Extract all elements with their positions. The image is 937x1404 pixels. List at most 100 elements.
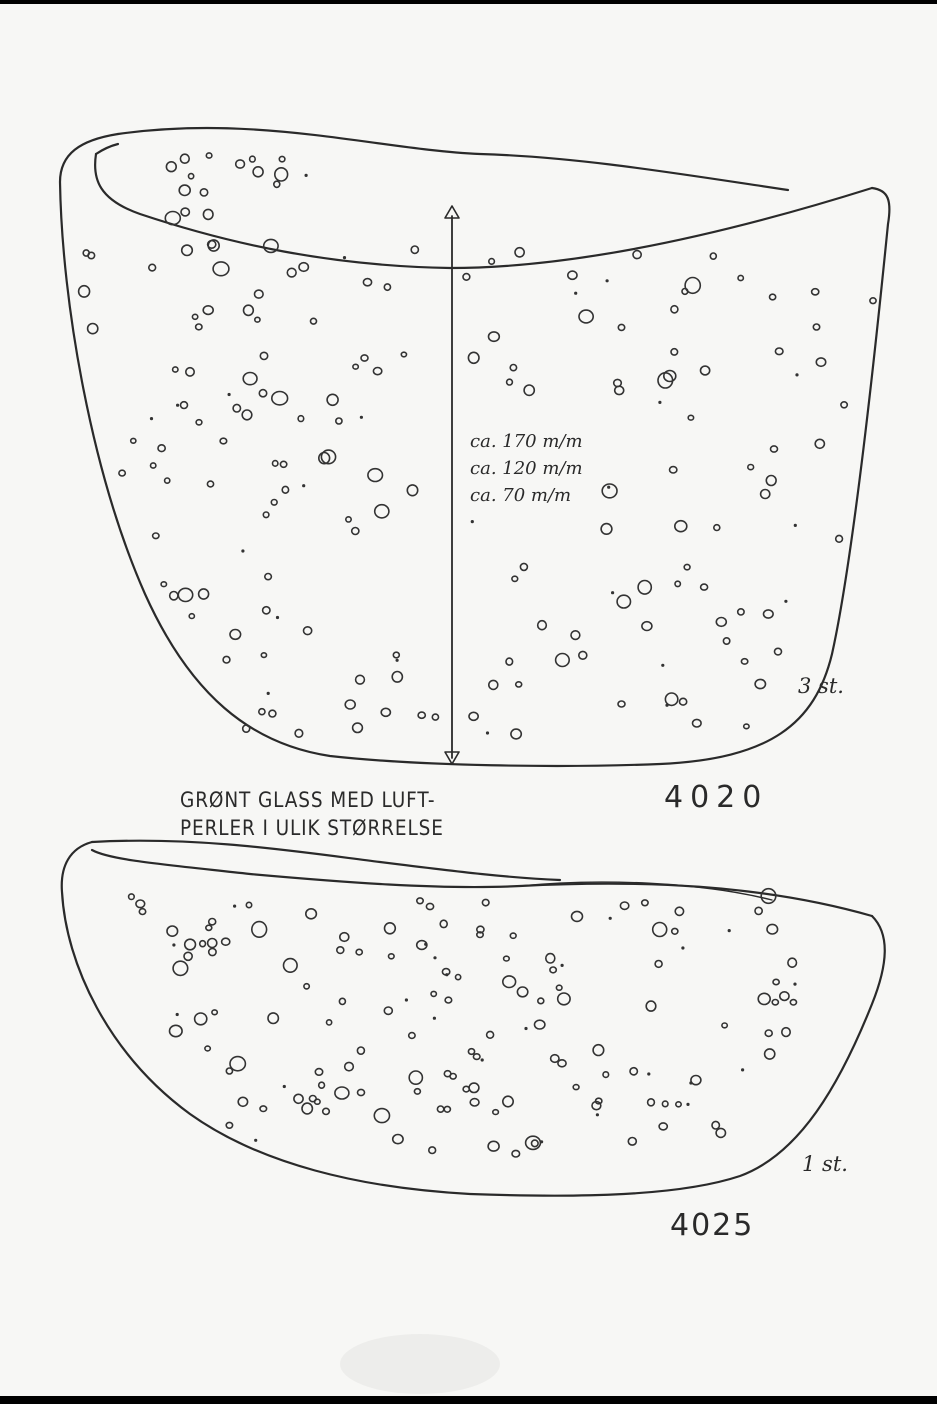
air-bubble <box>175 1012 179 1017</box>
air-bubble <box>380 707 392 718</box>
air-bubble <box>262 238 279 254</box>
air-bubble <box>406 484 419 497</box>
bowl-4020-outline <box>58 126 891 768</box>
air-bubble <box>165 161 178 173</box>
air-bubble <box>432 1016 436 1020</box>
air-bubble <box>77 284 91 298</box>
air-bubble <box>241 409 253 421</box>
air-bubble <box>523 384 536 397</box>
air-bubble <box>212 261 230 277</box>
air-bubble <box>765 474 777 487</box>
air-bubble <box>681 946 685 950</box>
air-bubble <box>715 1127 727 1139</box>
air-bubble <box>148 263 157 272</box>
air-bubble <box>869 297 877 305</box>
air-bubble <box>415 897 424 905</box>
air-bubble <box>344 699 357 710</box>
air-bubble <box>301 1102 314 1115</box>
air-bubble <box>555 984 563 992</box>
air-bubble <box>234 159 246 169</box>
air-bubble <box>320 449 337 465</box>
air-bubble <box>509 932 517 940</box>
air-bubble <box>241 724 251 733</box>
air-bubble <box>321 1107 331 1116</box>
air-bubble <box>282 1084 286 1089</box>
air-bubble <box>433 956 437 960</box>
air-bubble <box>444 996 453 1004</box>
air-bubble <box>383 1006 394 1016</box>
air-bubble <box>193 1012 208 1026</box>
air-bubble <box>616 594 632 609</box>
air-bubble <box>179 400 189 410</box>
air-bubble <box>297 414 305 423</box>
air-bubble <box>197 588 210 600</box>
air-bubble <box>259 1105 268 1113</box>
air-bubble <box>721 1022 729 1029</box>
air-bubble <box>229 628 242 641</box>
air-bubble <box>505 378 514 386</box>
air-bubble <box>570 910 584 923</box>
air-bubble <box>404 998 408 1002</box>
air-bubble <box>356 1088 366 1097</box>
air-bubble <box>487 331 501 343</box>
air-bubble <box>524 1135 542 1151</box>
air-bubble <box>715 616 728 628</box>
dimension-labels: ca. 170 m/m ca. 120 m/m ca. 70 m/m <box>470 428 583 509</box>
air-bubble <box>613 385 625 396</box>
air-bubble <box>127 893 135 901</box>
air-bubble <box>191 313 199 321</box>
air-bubble <box>351 722 364 734</box>
air-bubble <box>282 957 298 974</box>
air-bubble <box>691 718 702 728</box>
air-bubble <box>480 1058 484 1062</box>
air-bubble <box>271 459 279 468</box>
air-bubble <box>225 1121 234 1130</box>
air-bubble <box>183 951 193 962</box>
air-bubble <box>171 366 179 373</box>
air-bubble <box>207 239 220 252</box>
air-bubble <box>272 180 281 189</box>
air-bubble <box>768 293 777 301</box>
air-bubble <box>338 997 347 1006</box>
air-bubble <box>699 583 709 591</box>
air-bubble <box>350 526 360 536</box>
air-bubble <box>387 952 395 960</box>
air-bubble <box>248 155 256 163</box>
air-bubble <box>392 651 401 659</box>
air-bubble <box>204 1045 212 1052</box>
air-bubble <box>391 1133 404 1145</box>
air-bubble <box>251 920 268 939</box>
air-bubble <box>746 463 755 471</box>
air-bubble <box>556 992 571 1006</box>
air-bubble <box>195 418 203 426</box>
air-bubble <box>270 498 278 506</box>
air-bubble <box>302 484 306 488</box>
air-bubble <box>617 323 626 332</box>
air-bubble <box>670 347 679 356</box>
air-bubble <box>267 1012 280 1025</box>
air-bubble <box>709 252 718 260</box>
air-bubble <box>572 1083 580 1091</box>
air-bubble <box>168 1024 183 1038</box>
material-caption: GRØNT GLASS MED LUFT- PERLER I ULIK STØR… <box>180 786 444 842</box>
air-bubble <box>86 322 99 335</box>
air-bubble <box>258 388 268 398</box>
air-bubble <box>257 707 266 716</box>
air-bubble <box>468 711 479 722</box>
air-bubble <box>425 902 435 911</box>
air-bubble <box>657 371 674 389</box>
air-bubble <box>372 366 383 376</box>
air-bubble <box>211 1009 219 1016</box>
air-bubble <box>516 986 529 998</box>
air-bubble <box>530 1139 539 1148</box>
air-bubble <box>462 272 471 282</box>
air-bubble <box>254 1138 258 1142</box>
air-bubble <box>344 516 352 523</box>
air-bubble <box>492 1108 500 1116</box>
air-bubble <box>252 166 264 178</box>
air-bubble <box>760 887 777 905</box>
air-bubble <box>298 261 310 273</box>
air-bubble <box>279 460 288 469</box>
air-bubble <box>662 369 677 383</box>
air-bubble <box>355 948 364 956</box>
